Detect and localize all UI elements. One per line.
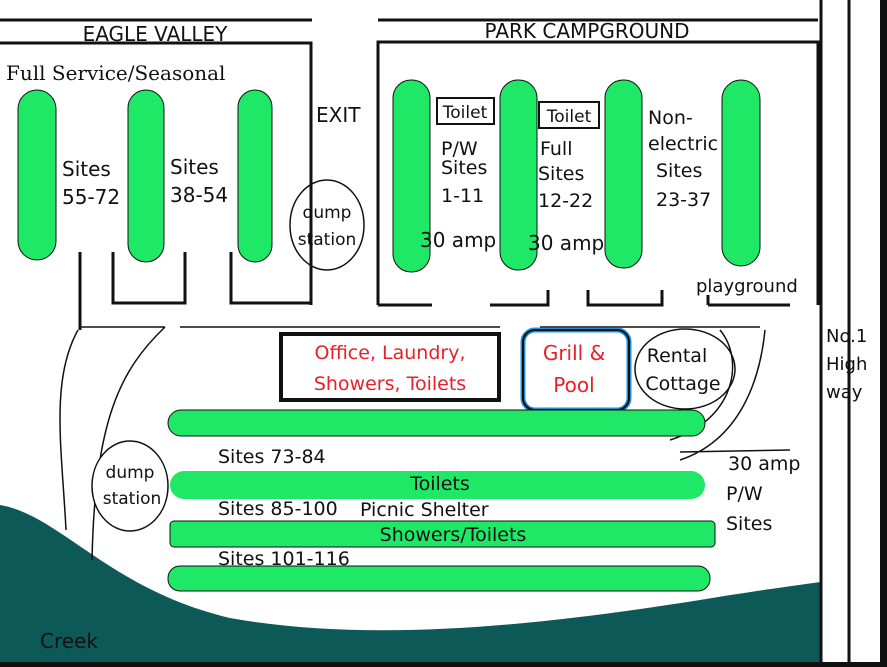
frame-bottom [0,662,887,667]
site-row-73-84[interactable] [167,409,706,437]
nonelectric-label-3: Sites [656,160,702,182]
office-label-1: Office, Laundry, [314,342,465,364]
creek-label: Creek [40,629,98,653]
sites-73-84-label: Sites 73-84 [218,446,326,468]
toilet-1-label: Toilet [442,103,488,123]
site-row-101-116[interactable] [167,565,711,592]
amp-label-1: 30 amp [420,228,496,252]
highway-label-2: High [826,354,867,375]
park-campground-title: PARK CAMPGROUND [485,19,690,43]
sites-55-72-label-1: Sites [62,157,111,181]
highway-label-3: way [826,382,863,403]
full-sites-label-1: Full [540,138,573,160]
pw-sites-lower-label-3: Sites [726,513,772,535]
site-row-park-3[interactable] [604,79,643,269]
playground-label[interactable]: playground [696,276,798,297]
grill-label-2: Pool [553,373,594,397]
dump-station-top-label-1: dump [303,203,352,223]
pw-sites-label-1: P/W [441,138,478,160]
pw-sites-lower-label-2: P/W [726,483,763,505]
pw-sites-label-3: 1-11 [441,185,484,207]
dump-station-top-label-2: station [298,230,357,250]
grill-label-1: Grill & [543,341,605,365]
creek-area [0,505,820,667]
pw-sites-label-2: Sites [441,157,487,179]
full-sites-label-2: Sites [538,163,584,185]
office-label-2: Showers, Toilets [314,373,466,395]
site-row-85-100[interactable] [170,471,705,499]
park-boundary [376,40,820,305]
exit-label: EXIT [316,103,361,127]
rental-label-2: Cottage [645,373,720,395]
frame-right [880,0,887,667]
dump-station-top[interactable] [289,179,365,271]
picnic-shelter-label: Picnic Shelter [360,499,489,521]
sites-38-54-label-2: 38-54 [170,183,228,207]
sites-101-116-label: Sites 101-116 [218,548,350,570]
pw-sites-lower-label-1: 30 amp [728,453,800,475]
eagle-valley-roads [78,252,311,330]
sites-38-54-label-1: Sites [170,155,219,179]
rental-cottage[interactable] [634,328,736,410]
rental-label-1: Rental [647,345,707,367]
site-row-middle[interactable] [169,520,716,548]
dump-station-bottom[interactable] [91,440,169,532]
amp-label-2: 30 amp [528,231,604,255]
toilet-box-1[interactable] [436,97,495,125]
showers-toilets-label: Showers/Toilets [380,524,527,546]
park-roads [378,290,790,307]
toilets-label: Toilets [409,473,470,495]
site-row-eagle-3[interactable] [237,89,273,263]
dump-station-bottom-label-2: station [103,489,162,509]
toilet-box-2[interactable] [538,101,600,129]
highway-label-1: No.1 [826,326,867,347]
sites-85-100-label: Sites 85-100 [218,498,338,520]
site-row-eagle-1[interactable] [17,89,57,261]
toilet-2-label: Toilet [546,107,592,127]
site-row-park-4[interactable] [721,79,761,267]
full-sites-label-3: 12-22 [538,190,593,212]
office-building[interactable] [279,332,501,402]
site-row-park-1[interactable] [392,79,431,273]
eagle-valley-boundary [0,41,313,305]
eagle-valley-subtitle: Full Service/Seasonal [6,61,225,85]
sites-55-72-label-2: 55-72 [62,185,120,209]
site-row-eagle-2[interactable] [127,89,165,263]
site-row-park-2[interactable] [499,79,538,271]
nonelectric-label-2: electric [648,133,718,155]
nonelectric-label-1: Non- [648,107,693,129]
dump-station-bottom-label-1: dump [106,463,155,483]
nonelectric-label-4: 23-37 [656,189,711,211]
